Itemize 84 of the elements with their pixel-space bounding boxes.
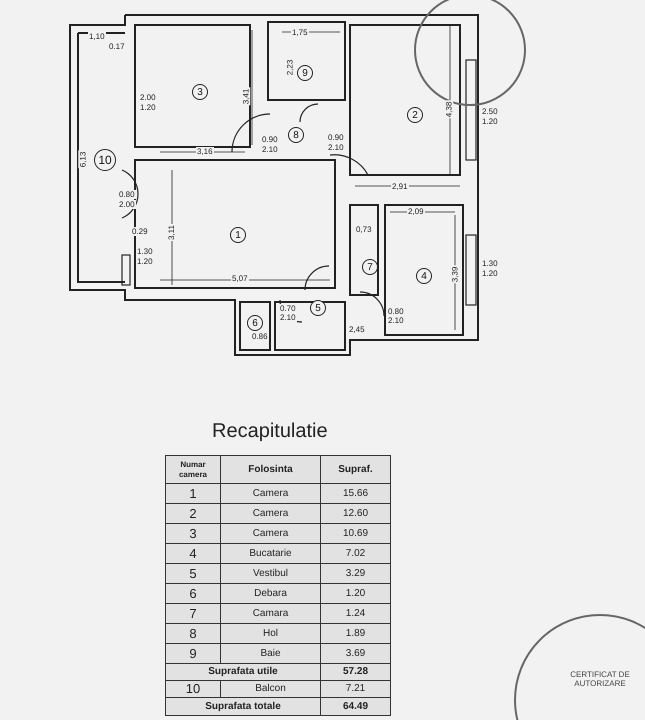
dimension-label: 1.20 [136,257,154,266]
table-cell: 3 [165,523,221,544]
dimension-label: 0.80 [387,307,405,316]
dimension-label: 0.80 [118,190,136,199]
dimension-label: 1,75 [291,28,309,37]
room-number-circle: 2 [407,107,423,123]
dimension-label: 3,39 [450,266,460,284]
dimension-label: 1.20 [139,103,157,112]
dimension-label: 0.90 [327,133,345,142]
dimension-label: 1,10 [88,32,106,41]
table-cell: 3.29 [320,563,391,584]
table-cell: 9 [165,643,221,664]
table-cell: Camera [220,503,321,524]
table-header-cell: Supraf. [320,455,391,484]
table-cell: 2 [165,503,221,524]
table-cell: Hol [220,623,321,644]
table-cell: 1.89 [320,623,391,644]
dimension-label: 2.00 [118,200,136,209]
dimension-label: 2.10 [327,143,345,152]
table-cell: 7 [165,603,221,624]
table-cell: Bucatarie [220,543,321,564]
room-number-circle: 8 [288,127,304,143]
dimension-label: 2.10 [279,313,297,322]
table-cell: Camera [220,523,321,544]
room-number-circle: 5 [310,300,326,316]
dimension-label: 3,11 [167,224,176,241]
dimension-label: 0,73 [355,225,373,234]
table-cell: 1.20 [320,583,391,604]
dimension-label: 0.17 [108,42,126,51]
room-number-circle: 4 [416,268,432,284]
dimension-label: 0.90 [261,135,279,144]
table-cell: Balcon [220,680,321,698]
room-number-circle: 1 [230,227,246,243]
dimension-label: 3,16 [196,147,214,156]
dimension-label: 1.30 [136,247,154,256]
table-cell: 12.60 [320,503,391,524]
dimension-label: 6,13 [78,150,88,168]
table-cell: Suprafata totale [165,697,321,716]
table-cell: Suprafata utile [165,663,321,681]
dimension-label: 0.70 [279,304,297,313]
dimension-label: 0.86 [251,332,269,341]
room-number-circle: 10 [94,149,116,171]
dimension-label: 5,07 [231,274,249,283]
table-cell: 64.49 [320,697,391,716]
table-cell: Camera [220,483,321,504]
table-cell: Debara [220,583,321,604]
table-cell: 7.21 [320,680,391,698]
dimension-label: 2,09 [407,207,425,216]
dimension-label: 3,41 [241,88,250,106]
dimension-label: 2.10 [387,316,405,325]
table-cell: Baie [220,643,321,664]
table-cell: 3.69 [320,643,391,664]
table-cell: 7.02 [320,543,391,564]
dimension-label: 4,38 [444,100,454,118]
table-cell: 10.69 [320,523,391,544]
room-number-circle: 9 [297,65,313,81]
dimension-label: 2.00 [139,93,157,102]
dimension-label: 2,91 [391,182,409,191]
table-cell: 57.28 [320,663,391,681]
table-cell: 10 [165,680,221,698]
room-number-circle: 3 [192,84,208,100]
dimension-label: 1.20 [481,269,499,278]
table-cell: 8 [165,623,221,644]
dimension-label: 1.20 [481,117,499,126]
table-cell: 15.66 [320,483,391,504]
table-cell: 4 [165,543,221,564]
room-number-circle: 7 [362,259,378,275]
table-cell: 1.24 [320,603,391,624]
table-cell: 5 [165,563,221,584]
dimension-label: 0.29 [131,227,149,236]
dimension-label: 2.10 [261,145,279,154]
dimension-label: 1.30 [481,259,499,268]
dimension-label: 2,23 [285,58,294,76]
table-cell: Camara [220,603,321,624]
table-header-cell: Numar camera [165,455,221,484]
dimension-label: 2.50 [481,107,499,116]
dimension-label: 2,45 [348,325,366,334]
stamp-text: CERTIFICAT DE AUTORIZARE [569,670,631,688]
table-title: Recapitulatie [212,420,328,443]
table-cell: Vestibul [220,563,321,584]
table-cell: 6 [165,583,221,604]
table-cell: 1 [165,483,221,504]
table-header-cell: Folosinta [220,455,321,484]
room-number-circle: 6 [247,315,263,331]
